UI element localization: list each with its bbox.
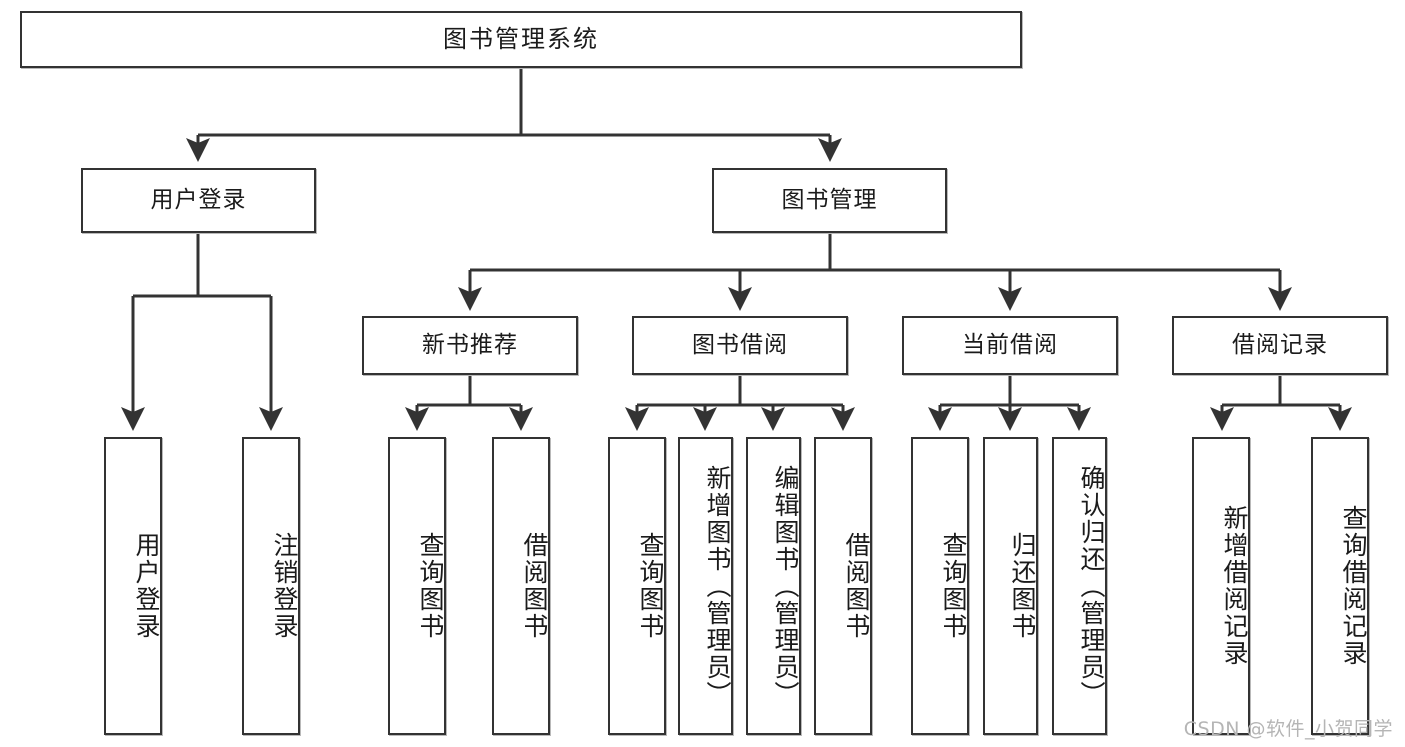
node-leaf-logout[interactable]: 注销登录 [242,437,300,735]
node-new-book-rec[interactable]: 新书推荐 [362,316,578,375]
node-leaf-user-login-label: 用户登录 [132,532,161,640]
node-book-manage-label: 图书管理 [781,186,878,213]
node-leaf-query-record-label: 查询借阅记录 [1339,505,1368,667]
node-leaf-borrow-book-2-label: 借阅图书 [842,532,871,640]
node-leaf-return-book[interactable]: 归还图书 [983,437,1038,735]
node-root[interactable]: 图书管理系统 [20,11,1022,68]
node-leaf-borrow-book-1-label: 借阅图书 [520,532,549,640]
node-root-label: 图书管理系统 [443,25,599,54]
node-leaf-edit-book[interactable]: 编辑图书（管理员） [746,437,801,735]
node-leaf-logout-label: 注销登录 [270,532,299,640]
node-current-borrow-label: 当前借阅 [962,331,1058,358]
node-leaf-confirm-return[interactable]: 确认归还（管理员） [1052,437,1107,735]
node-leaf-add-book-label: 新增图书（管理员） [703,464,732,708]
node-borrow-record-label: 借阅记录 [1232,331,1328,358]
node-leaf-edit-book-label: 编辑图书（管理员） [771,464,800,708]
node-leaf-query-book-2[interactable]: 查询图书 [608,437,666,735]
node-leaf-query-record[interactable]: 查询借阅记录 [1311,437,1369,735]
node-leaf-query-book-2-label: 查询图书 [636,532,665,640]
node-leaf-confirm-return-label: 确认归还（管理员） [1077,464,1106,708]
node-user-login-label: 用户登录 [150,186,247,213]
node-current-borrow[interactable]: 当前借阅 [902,316,1118,375]
node-book-borrow-label: 图书借阅 [692,331,788,358]
node-leaf-borrow-book-2[interactable]: 借阅图书 [814,437,872,735]
node-leaf-query-book-3-label: 查询图书 [939,532,968,640]
node-new-book-rec-label: 新书推荐 [422,331,518,358]
node-leaf-add-record[interactable]: 新增借阅记录 [1192,437,1250,735]
csdn-watermark: CSDN @软件_小贺同学 [1183,718,1393,740]
node-borrow-record[interactable]: 借阅记录 [1172,316,1388,375]
node-leaf-query-book-3[interactable]: 查询图书 [911,437,969,735]
node-leaf-return-book-label: 归还图书 [1008,532,1037,640]
node-leaf-query-book-1[interactable]: 查询图书 [388,437,446,735]
node-leaf-add-book[interactable]: 新增图书（管理员） [678,437,733,735]
node-book-borrow[interactable]: 图书借阅 [632,316,848,375]
node-book-manage[interactable]: 图书管理 [712,168,947,233]
node-leaf-query-book-1-label: 查询图书 [416,532,445,640]
node-leaf-add-record-label: 新增借阅记录 [1220,505,1249,667]
node-leaf-borrow-book-1[interactable]: 借阅图书 [492,437,550,735]
node-user-login[interactable]: 用户登录 [81,168,316,233]
node-leaf-user-login[interactable]: 用户登录 [104,437,162,735]
